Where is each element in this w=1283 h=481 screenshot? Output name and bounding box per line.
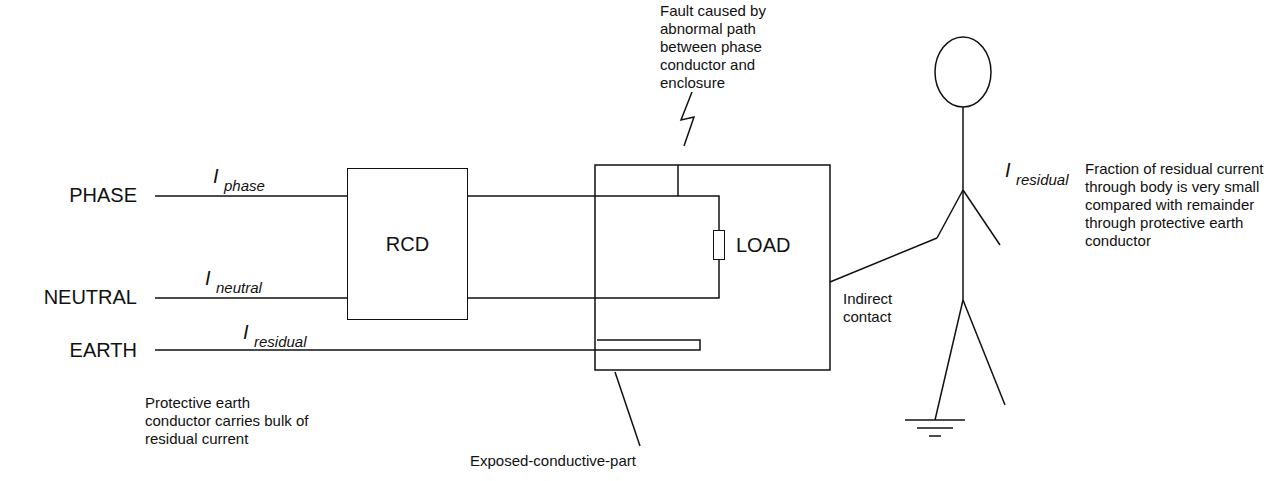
annotation: Protective earth conductor carries bulk …	[145, 394, 320, 448]
earth-wire	[155, 340, 700, 350]
fault-path	[677, 165, 679, 196]
wire	[468, 260, 719, 298]
rcd-box: RCD	[347, 168, 468, 320]
annotation: Exposed-conductive-part	[470, 452, 636, 470]
leader-line	[615, 372, 640, 446]
person-leg	[963, 300, 1005, 405]
person-head	[935, 37, 991, 107]
fault-symbol	[681, 92, 694, 146]
ground-symbol	[929, 435, 941, 437]
current-symbol: residual	[1016, 171, 1069, 189]
annotation: PHASE	[20, 183, 137, 207]
current-symbol: I	[1005, 158, 1011, 182]
box-label: RCD	[386, 232, 429, 256]
current-symbol: neutral	[216, 279, 262, 297]
person-leg	[935, 300, 963, 420]
annotation: EARTH	[20, 338, 137, 362]
contact-line	[830, 238, 937, 282]
annotation: Fraction of residual current through bod…	[1085, 160, 1277, 250]
neutral-wire	[155, 297, 347, 299]
wire	[468, 196, 719, 230]
current-symbol: I	[243, 320, 249, 344]
current-symbol: residual	[254, 333, 307, 351]
annotation: Fault caused by abnormal path between ph…	[660, 2, 810, 92]
person-arm	[963, 190, 1000, 245]
annotation: NEUTRAL	[0, 285, 137, 309]
person-arm	[937, 190, 963, 238]
load-label: LOAD	[736, 233, 790, 257]
resistor-symbol: LOAD	[713, 230, 725, 260]
current-symbol: I	[205, 266, 211, 290]
current-symbol: phase	[224, 177, 265, 195]
annotation: Indirect contact	[843, 290, 923, 326]
phase-wire	[155, 195, 347, 197]
ground-symbol	[917, 427, 953, 429]
current-symbol: I	[213, 164, 219, 188]
person-body	[962, 107, 964, 300]
ground-symbol	[905, 419, 965, 421]
